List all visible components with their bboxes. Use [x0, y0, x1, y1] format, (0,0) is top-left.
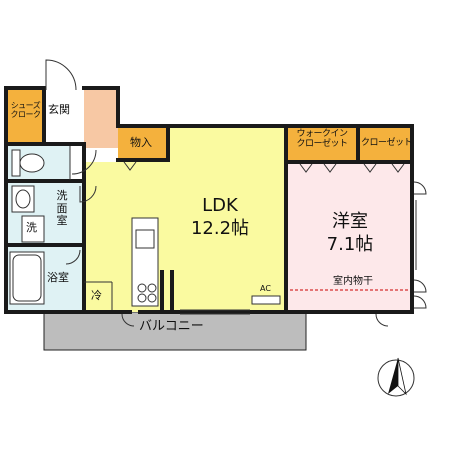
western-room-size-label: 7.1帖	[326, 234, 374, 255]
western-room-floor	[286, 162, 412, 312]
balcony-window	[180, 200, 417, 315]
closet-door-marks	[123, 161, 405, 173]
entrance-hall-floor	[44, 88, 84, 142]
toilet-icon	[11, 149, 45, 177]
closet-floor	[358, 126, 412, 162]
entrance-label: 玄関	[48, 103, 70, 116]
ac-label: AC	[260, 284, 271, 293]
balcony-area	[43, 311, 307, 351]
ldk-size-label: 12.2帖	[190, 218, 250, 239]
bath-label: 浴室	[47, 271, 69, 284]
fridge-label: 冷	[91, 289, 102, 302]
shoes-cloak-floor	[6, 88, 44, 142]
kitchen-counter	[131, 217, 159, 307]
walkin-closet-label: ウォークイン クローゼット	[296, 129, 348, 149]
washer-pan	[21, 215, 45, 243]
closet-label: クローゼット	[361, 138, 413, 148]
western-room-name-label: 洋室	[332, 211, 368, 232]
indoor-dry-label: 室内物干	[333, 276, 373, 287]
washer-label: 洗	[26, 221, 37, 234]
storage-floor	[118, 126, 168, 160]
walkin-closet-floor	[286, 126, 358, 162]
shoes-cloak-label: シューズ クローク	[10, 101, 42, 119]
door-swings	[45, 59, 427, 327]
bathtub-icon	[9, 251, 45, 305]
ac-unit	[251, 295, 281, 305]
sink-icon	[11, 185, 35, 213]
washroom-label: 洗 面 室	[56, 189, 68, 228]
storage-label: 物入	[130, 136, 152, 149]
ldk-floor-lower	[84, 162, 120, 312]
ldk-name-label: LDK	[202, 195, 238, 216]
walls	[4, 86, 414, 314]
stove-icon	[137, 283, 157, 303]
kitchen-sink-icon	[135, 229, 155, 249]
entrance-floor	[84, 88, 118, 148]
north-arrow-icon	[377, 357, 415, 397]
balcony-label: バルコニー	[139, 319, 204, 334]
